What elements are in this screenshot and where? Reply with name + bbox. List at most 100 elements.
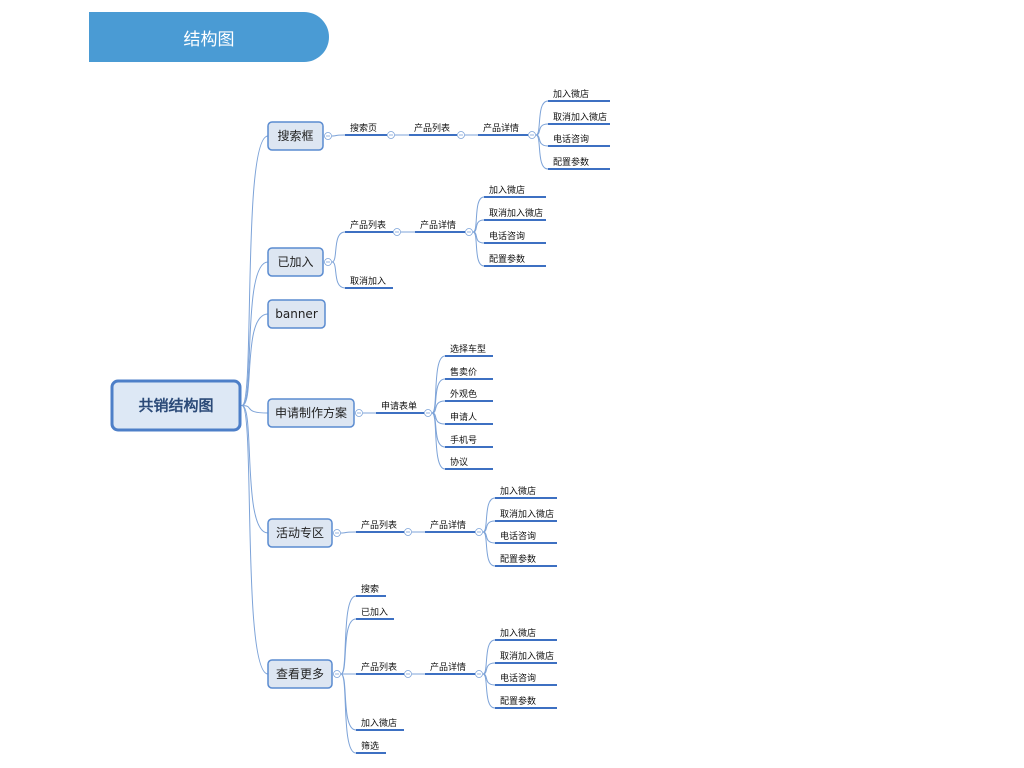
leaf-node[interactable]: 取消加入微店 [495, 650, 557, 664]
branch-connector [431, 412, 446, 470]
topic-node[interactable]: banner [267, 299, 326, 329]
root-node-label: 共销结构图 [138, 397, 213, 415]
leaf-node[interactable]: 搜索 [356, 583, 386, 597]
topic-node-label: 查看更多 [276, 667, 324, 681]
leaf-node-label: 搜索 [361, 583, 379, 595]
leaf-node[interactable]: 已加入 [356, 607, 394, 620]
collapse-minus-icon[interactable] [528, 131, 536, 139]
branch-connector [482, 531, 496, 567]
chain-node[interactable]: 产品列表 [409, 122, 457, 136]
chain-node-label: 产品列表 [350, 219, 386, 231]
collapse-minus-icon[interactable] [333, 670, 341, 678]
leaf-node-label: 取消加入微店 [553, 111, 607, 123]
leaf-node-label: 电话咨询 [500, 672, 536, 684]
leaf-node-label: 电话咨询 [489, 230, 525, 242]
leaf-node[interactable]: 电话咨询 [548, 133, 610, 147]
leaf-node[interactable]: 取消加入微店 [548, 111, 610, 125]
collapse-minus-icon[interactable] [404, 670, 412, 678]
leaf-node-label: 取消加入微店 [489, 207, 543, 219]
page-title: 结构图 [183, 29, 235, 50]
leaf-node[interactable]: 加入微店 [495, 485, 557, 499]
collapse-minus-icon[interactable] [324, 132, 332, 140]
topic-node[interactable]: 活动专区 [267, 518, 333, 548]
chain-node-label: 产品详情 [420, 219, 456, 231]
chain-node-label: 产品列表 [361, 661, 397, 673]
chain-node-label: 产品详情 [430, 661, 466, 673]
leaf-node[interactable]: 协议 [445, 456, 493, 470]
branch-connector [482, 673, 496, 709]
branch-connector [472, 219, 485, 233]
chain-node[interactable]: 搜索页 [345, 122, 387, 136]
leaf-node-label: 已加入 [361, 607, 388, 618]
collapse-minus-icon[interactable] [475, 670, 483, 678]
leaf-node[interactable]: 取消加入 [345, 275, 393, 289]
leaf-node-label: 选择车型 [450, 343, 486, 355]
chain-node[interactable]: 申请表单 [376, 400, 424, 414]
leaf-node[interactable]: 电话咨询 [495, 672, 557, 686]
collapse-minus-icon[interactable] [387, 131, 395, 139]
leaf-node[interactable]: 取消加入微店 [484, 207, 546, 221]
leaf-node[interactable]: 配置参数 [548, 156, 610, 170]
leaf-node[interactable]: 筛选 [356, 740, 386, 754]
branch-connector [241, 405, 269, 414]
topic-node-box [267, 659, 333, 689]
collapse-minus-icon[interactable] [393, 228, 401, 236]
branch-connector [472, 231, 485, 267]
chain-node[interactable]: 产品详情 [425, 661, 475, 675]
leaf-node-label: 协议 [450, 456, 468, 468]
branch-connector [482, 497, 496, 533]
leaf-node-label: 配置参数 [553, 156, 589, 168]
topic-node[interactable]: 查看更多 [267, 659, 333, 689]
chain-node[interactable]: 产品详情 [415, 219, 465, 233]
leaf-node-label: 电话咨询 [553, 133, 589, 145]
collapse-minus-icon[interactable] [457, 131, 465, 139]
branch-connector [331, 231, 346, 263]
chain-node[interactable]: 产品列表 [356, 519, 404, 533]
topic-node[interactable]: 已加入 [267, 247, 324, 277]
collapse-minus-icon[interactable] [324, 258, 332, 266]
chain-node[interactable]: 产品详情 [425, 519, 475, 533]
topic-node[interactable]: 申请制作方案 [267, 398, 355, 428]
page-title-banner: 结构图 [89, 12, 329, 62]
leaf-node[interactable]: 配置参数 [495, 695, 557, 709]
collapse-minus-icon[interactable] [465, 228, 473, 236]
leaf-node[interactable]: 选择车型 [445, 343, 493, 357]
leaf-node[interactable]: 配置参数 [484, 253, 546, 267]
leaf-node-label: 加入微店 [500, 627, 536, 639]
collapse-minus-icon[interactable] [424, 409, 432, 417]
branch-connector [340, 531, 357, 534]
collapse-minus-icon[interactable] [404, 528, 412, 536]
collapse-minus-icon[interactable] [333, 529, 341, 537]
leaf-node-label: 取消加入微店 [500, 650, 554, 662]
collapse-minus-icon[interactable] [475, 528, 483, 536]
chain-node[interactable]: 产品列表 [345, 219, 393, 233]
leaf-node[interactable]: 电话咨询 [495, 530, 557, 544]
leaf-node[interactable]: 配置参数 [495, 553, 557, 567]
topic-node[interactable]: 搜索框 [267, 121, 324, 151]
leaf-node[interactable]: 申请人 [445, 411, 493, 425]
leaf-node-label: 加入微店 [553, 88, 589, 100]
chain-node[interactable]: 产品列表 [356, 661, 404, 675]
branch-connector [340, 673, 357, 731]
leaf-node[interactable]: 手机号 [445, 434, 493, 448]
branch-connector [340, 673, 357, 754]
branch-connector [241, 313, 269, 406]
leaf-node[interactable]: 加入微店 [495, 627, 557, 641]
leaf-node-label: 配置参数 [489, 253, 525, 265]
branch-connector [535, 123, 549, 136]
topic-node-label: 搜索框 [277, 128, 313, 143]
root-node[interactable]: 共销结构图 [110, 379, 242, 432]
collapse-minus-icon[interactable] [355, 409, 363, 417]
leaf-node[interactable]: 外观色 [445, 388, 493, 402]
chain-node[interactable]: 产品详情 [478, 122, 528, 136]
leaf-node-label: 外观色 [450, 388, 477, 400]
leaf-node[interactable]: 售卖价 [445, 366, 493, 380]
leaf-node[interactable]: 加入微店 [484, 184, 546, 198]
leaf-node[interactable]: 加入微店 [548, 88, 610, 102]
leaf-node[interactable]: 电话咨询 [484, 230, 546, 244]
leaf-node-label: 手机号 [450, 434, 477, 446]
leaf-node[interactable]: 加入微店 [356, 717, 404, 731]
topic-node-label: 申请制作方案 [275, 405, 347, 420]
leaf-node[interactable]: 取消加入微店 [495, 508, 557, 522]
